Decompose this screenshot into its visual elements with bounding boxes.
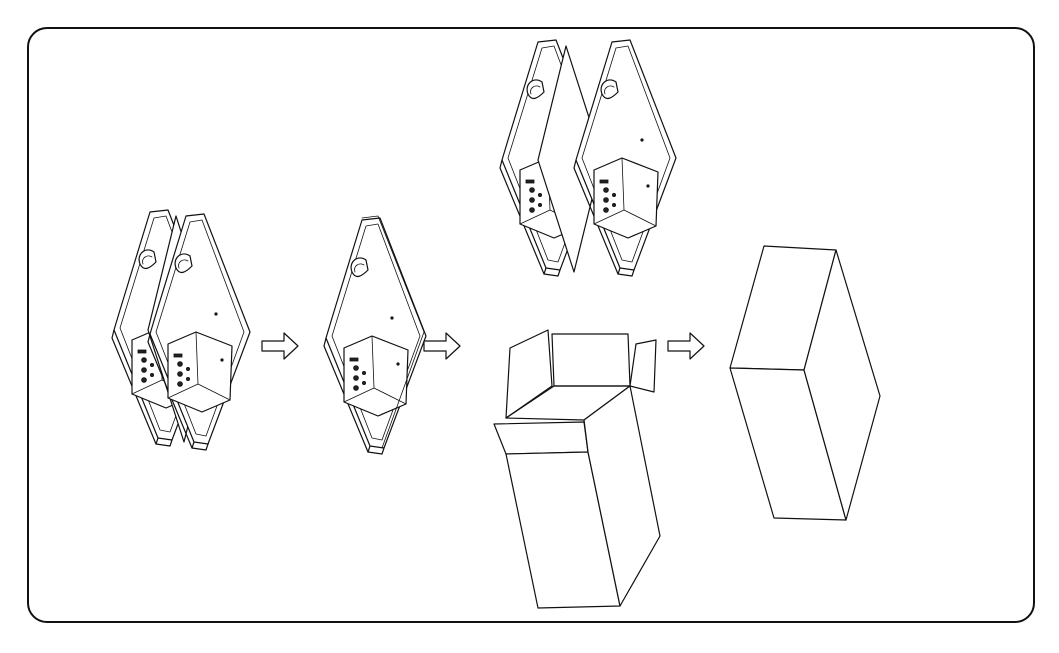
monitor-stack-icon xyxy=(323,215,427,455)
monitors-into-box-icon xyxy=(493,39,677,609)
arrow-right-icon xyxy=(423,332,461,360)
open-carton-icon xyxy=(493,329,661,609)
arrow-right-icon xyxy=(667,332,705,360)
arrow-right-icon xyxy=(261,332,299,360)
closed-carton-icon xyxy=(729,245,881,521)
monitor-pair-icon xyxy=(111,209,251,451)
